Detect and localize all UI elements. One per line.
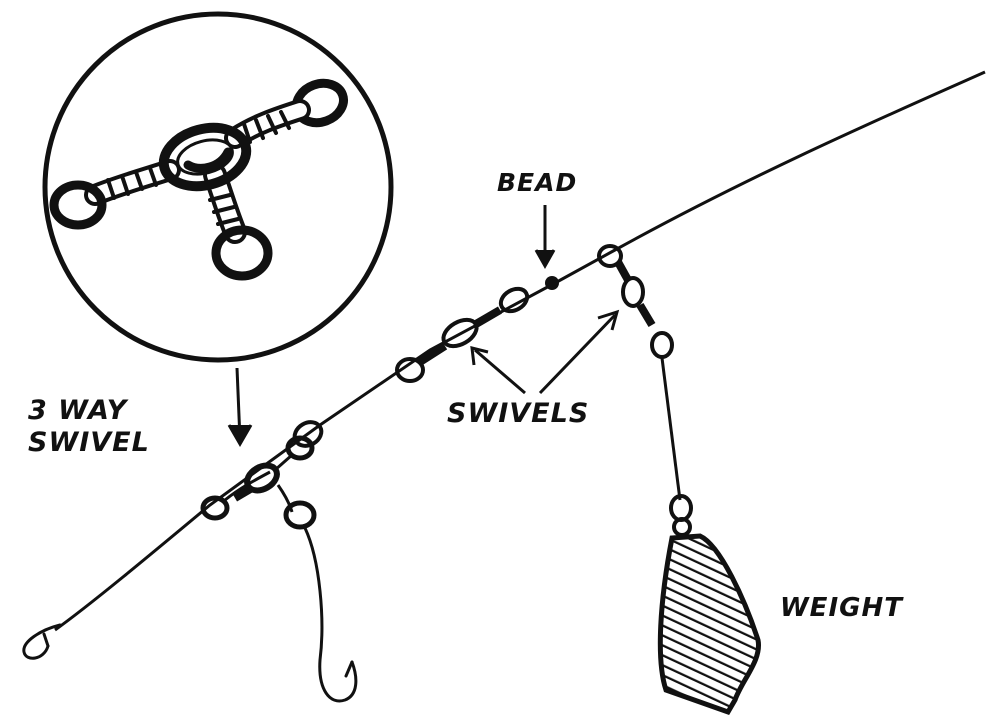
drop-swivel-icon (597, 244, 674, 359)
three-way-arrow (227, 367, 253, 447)
weight-line (660, 357, 682, 501)
swivels-arrows (470, 309, 620, 395)
bead-label: BEAD (497, 168, 578, 197)
hook-right-icon (303, 526, 358, 703)
magnified-swivel-circle (42, 11, 394, 363)
swivels-label: SWIVELS (447, 398, 590, 429)
three-way-label-line2: SWIVEL (28, 427, 150, 459)
weight-icon (657, 533, 761, 716)
bead-arrow (534, 205, 556, 270)
three-way-swivel-icon (200, 435, 317, 530)
main-line (54, 70, 986, 632)
three-way-label-line1: 3 WAY (28, 395, 128, 426)
swivel-chain-icon (292, 286, 530, 448)
weight-swivel-icon (669, 494, 693, 537)
bead-icon (545, 276, 559, 290)
weight-label: WEIGHT (780, 593, 903, 623)
three-way-swivel-label: 3 WAY SWIVEL (28, 395, 150, 460)
hook-left-icon (22, 623, 62, 660)
